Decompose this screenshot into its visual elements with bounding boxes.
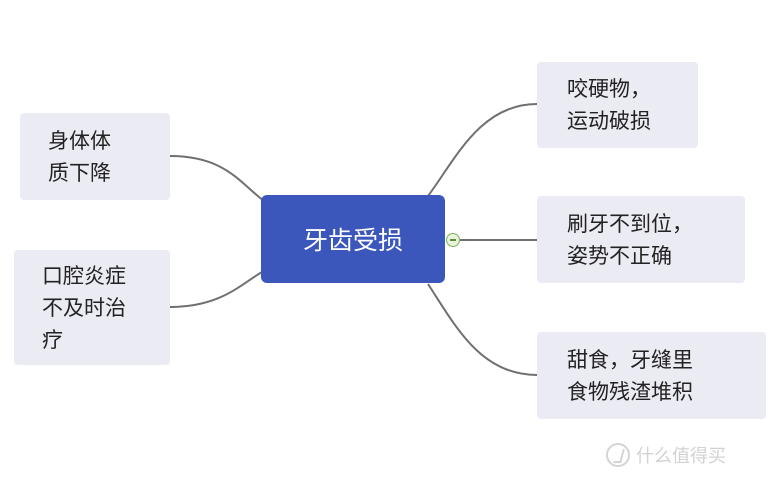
right-node-brushing-text: 刷牙不到位， 姿势不正确: [567, 208, 693, 272]
right-node-sweets[interactable]: 甜食，牙缝里 食物残渣堆积: [537, 332, 766, 419]
left-node-body-decline[interactable]: 身体体 质下降: [20, 113, 170, 200]
node-line: 身体体: [48, 128, 111, 153]
node-line: 甜食，牙缝里: [567, 347, 693, 372]
zhi-logo-icon: [606, 443, 630, 467]
watermark: 什么值得买: [606, 440, 726, 470]
node-line: 刷牙不到位，: [567, 211, 693, 236]
connector-left-1: [169, 155, 265, 202]
right-node-hard-food[interactable]: 咬硬物， 运动破损: [537, 62, 698, 148]
connector-right-3: [427, 283, 538, 376]
watermark-text: 什么值得买: [636, 446, 726, 467]
node-line: 口腔炎症: [42, 263, 126, 288]
right-node-hard-food-text: 咬硬物， 运动破损: [567, 73, 651, 137]
node-line: 不及时治: [42, 295, 126, 320]
node-line: 食物残渣堆积: [567, 379, 693, 404]
connector-right-1: [427, 103, 538, 197]
node-line: 运动破损: [567, 109, 651, 133]
left-node-body-decline-text: 身体体 质下降: [48, 125, 111, 189]
right-node-brushing[interactable]: 刷牙不到位， 姿势不正确: [537, 196, 745, 283]
right-node-sweets-text: 甜食，牙缝里 食物残渣堆积: [567, 344, 693, 408]
node-line: 质下降: [48, 160, 111, 185]
node-line: 姿势不正确: [567, 243, 672, 268]
collapse-toggle-icon[interactable]: [446, 233, 460, 247]
node-line: 咬硬物，: [567, 77, 651, 101]
connector-left-2: [169, 271, 263, 308]
center-node[interactable]: 牙齿受损: [261, 195, 445, 283]
node-line: 疗: [42, 327, 63, 352]
center-node-label: 牙齿受损: [302, 226, 403, 255]
left-node-oral-inflammation[interactable]: 口腔炎症 不及时治 疗: [14, 250, 170, 365]
left-node-oral-inflammation-text: 口腔炎症 不及时治 疗: [42, 260, 126, 356]
